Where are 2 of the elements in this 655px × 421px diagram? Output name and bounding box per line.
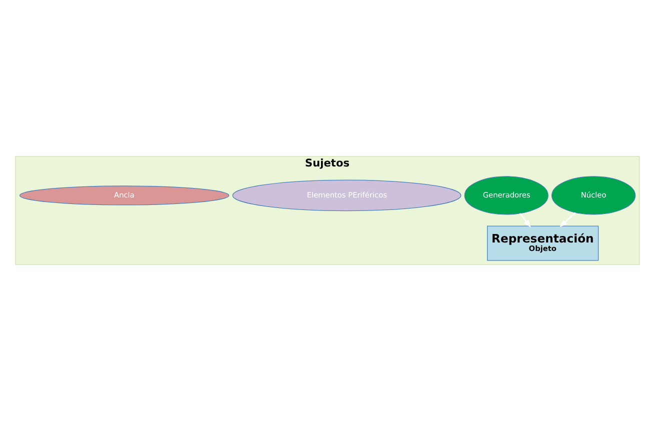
arrow [520,213,532,228]
arrow [560,212,576,228]
